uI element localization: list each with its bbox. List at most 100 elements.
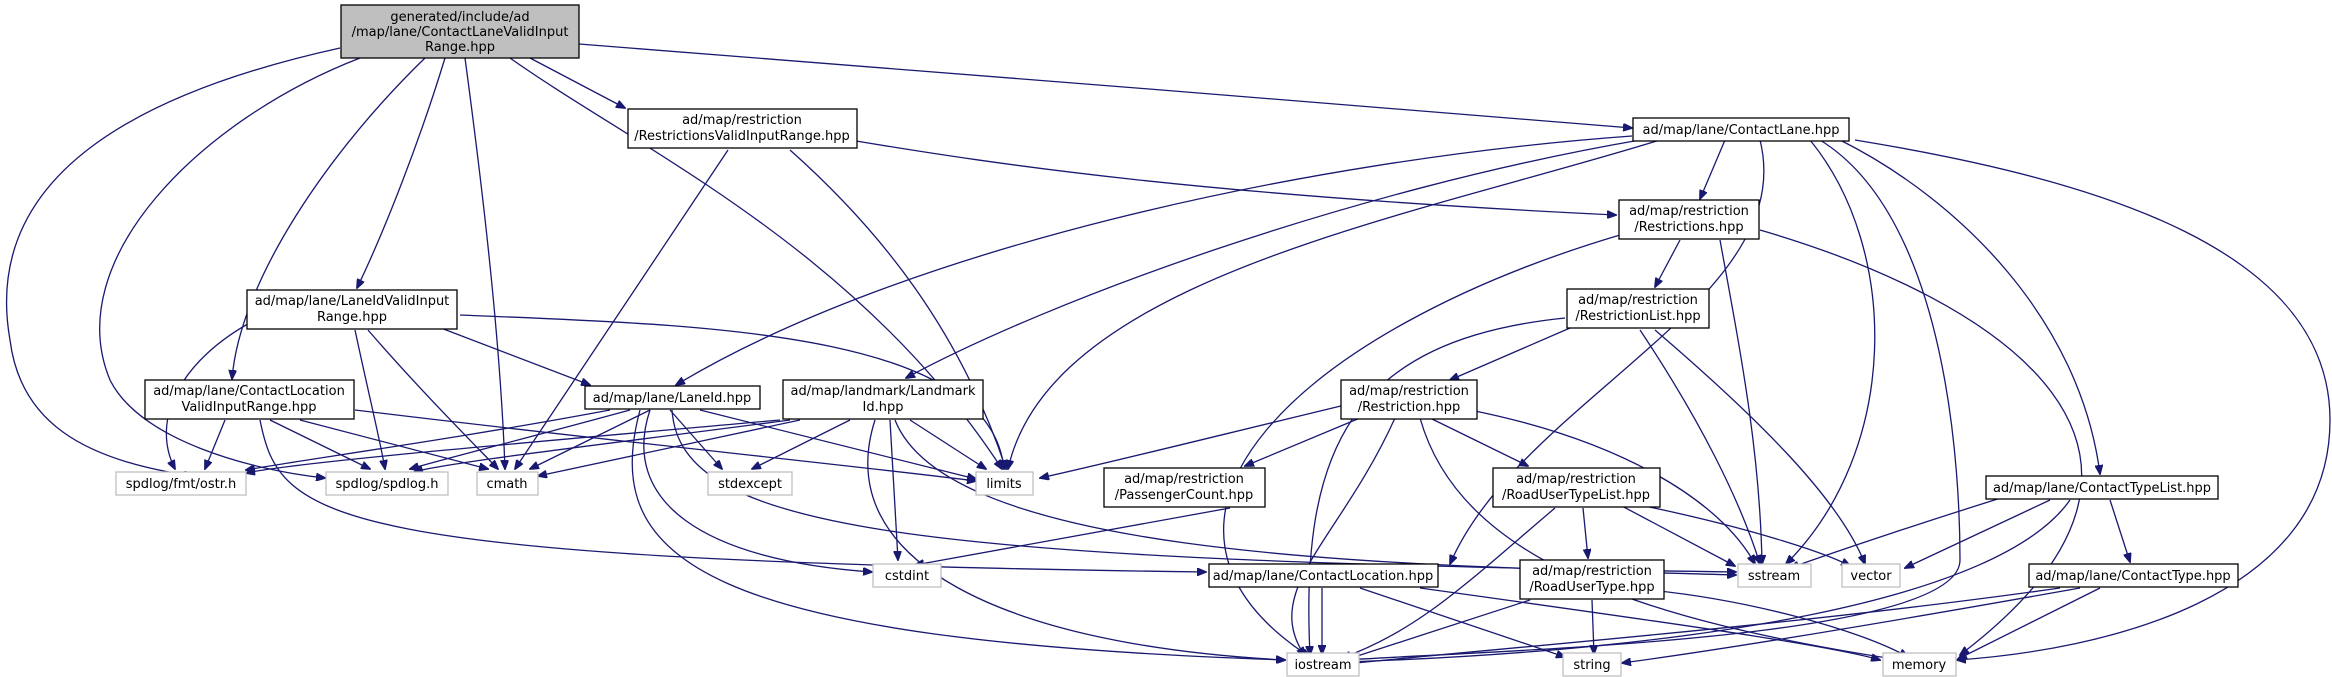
edge-landmark-id-to-stdexcept [752, 419, 851, 469]
node-contact-lane[interactable]: ad/map/lane/ContactLane.hpp [1632, 117, 1850, 142]
edge-road-user-type-list-to-vector [1639, 504, 1850, 566]
node-spdlog-fmt-ostr[interactable]: spdlog/fmt/ostr.h [115, 471, 247, 496]
node-lane-id-valid-label-line1: ad/map/lane/LaneIdValidInput [255, 294, 450, 309]
node-road-user-type-list-label-line1: ad/map/restriction [1516, 472, 1636, 487]
edge-contact-location-valid-to-spdlog [269, 419, 370, 469]
edge-landmark-id-to-cmath [538, 419, 801, 476]
edge-lane-id-to-spdlog [410, 409, 631, 469]
edge-contact-location-valid-to-contact-location [259, 419, 1206, 572]
node-road-user-type-label-line1: ad/map/restriction [1532, 564, 1652, 579]
node-contact-type-list-label: ad/map/lane/ContactTypeList.hpp [1993, 481, 2211, 496]
node-contact-location-valid-label-line2: ValidInputRange.hpp [181, 400, 316, 415]
node-road-user-type-list[interactable]: ad/map/restriction /RoadUserTypeList.hpp [1492, 467, 1661, 508]
edge-contact-type-list-to-sstream [1790, 491, 2021, 568]
node-cmath-label: cmath [486, 477, 527, 492]
edge-road-user-type-to-iostream [1345, 599, 1531, 660]
edge-root-to-restrictions-valid [529, 57, 625, 108]
node-lane-id-valid-input-range[interactable]: ad/map/lane/LaneIdValidInput Range.hpp [246, 289, 458, 330]
edge-restrictions-valid-to-restrictions [849, 139, 1616, 215]
node-contact-location[interactable]: ad/map/lane/ContactLocation.hpp [1208, 563, 1439, 588]
dependency-edges [5, 43, 2331, 664]
node-restrictions-valid-input-range[interactable]: ad/map/restriction /RestrictionsValidInp… [627, 108, 858, 149]
node-contact-location-valid-label-line1: ad/map/lane/ContactLocation [153, 384, 345, 399]
edge-contact-lane-to-contact-type-list [1839, 139, 2100, 474]
edge-contact-type-to-string [1622, 587, 2081, 663]
node-string[interactable]: string [1562, 652, 1622, 677]
edge-lane-id-to-ostr [246, 409, 611, 470]
node-root-label-line1: generated/include/ad [390, 10, 529, 25]
node-iostream-label: iostream [1294, 658, 1351, 673]
node-stdexcept[interactable]: stdexcept [707, 471, 793, 496]
edge-passenger-count-to-cstdint [915, 507, 1231, 565]
edge-root-to-spdlog [99, 57, 361, 478]
edge-restriction-to-limits [1040, 404, 1346, 478]
edge-contact-type-to-memory [1958, 587, 2101, 659]
edge-contact-lane-to-limits [1008, 139, 1661, 469]
edge-contact-location-valid-to-limits [354, 409, 976, 481]
node-sstream[interactable]: sstream [1737, 563, 1812, 588]
node-restrictions-label-line1: ad/map/restriction [1629, 204, 1749, 219]
node-cmath[interactable]: cmath [476, 471, 539, 496]
node-passenger-count[interactable]: ad/map/restriction /PassengerCount.hpp [1103, 467, 1266, 508]
node-sstream-label: sstream [1748, 569, 1800, 584]
node-restrictions-valid-label-line2: /RestrictionsValidInputRange.hpp [634, 129, 850, 144]
node-memory-label: memory [1892, 658, 1947, 673]
edge-contact-type-list-to-iostream [1345, 499, 2071, 662]
node-iostream[interactable]: iostream [1286, 652, 1360, 677]
edge-contact-location-valid-to-ostr [205, 419, 226, 469]
node-memory[interactable]: memory [1882, 652, 1957, 677]
node-restrictions-label-line2: /Restrictions.hpp [1634, 220, 1743, 235]
node-contact-type-label: ad/map/lane/ContactType.hpp [2035, 569, 2230, 584]
edge-road-user-type-list-to-sstream [1619, 504, 1735, 566]
edge-lane-id-to-stdexcept [669, 409, 722, 469]
node-road-user-type-label-line2: /RoadUserType.hpp [1529, 580, 1654, 595]
node-spdlog-label: spdlog/spdlog.h [336, 477, 439, 492]
edge-restrictions-to-restriction-list [1655, 239, 1681, 287]
node-spdlog-spdlog[interactable]: spdlog/spdlog.h [325, 471, 449, 496]
node-passenger-count-label-line1: ad/map/restriction [1124, 472, 1244, 487]
node-contact-type-list[interactable]: ad/map/lane/ContactTypeList.hpp [1985, 475, 2219, 500]
edge-contact-type-list-to-contact-type [2109, 499, 2130, 562]
node-passenger-count-label-line2: /PassengerCount.hpp [1115, 488, 1253, 503]
node-contact-location-valid-input-range[interactable]: ad/map/lane/ContactLocation ValidInputRa… [144, 379, 355, 420]
node-restriction-list[interactable]: ad/map/restriction /RestrictionList.hpp [1566, 288, 1710, 329]
edge-restriction-list-to-restriction [1450, 327, 1571, 380]
node-restriction-label-line1: ad/map/restriction [1349, 384, 1469, 399]
edge-contact-lane-to-sstream [1786, 139, 1876, 564]
node-restriction-list-label-line2: /RestrictionList.hpp [1575, 309, 1700, 324]
node-landmark-id-label-line1: ad/map/landmark/Landmark [790, 384, 975, 399]
edge-restrictions-valid-to-limits [789, 149, 1006, 469]
edge-lane-id-valid-to-spdlog [354, 329, 385, 469]
edge-contact-location-valid-to-cmath [299, 419, 488, 469]
edge-root-to-contact-location-valid [232, 57, 426, 379]
edge-restriction-list-to-sstream [1639, 329, 1760, 564]
node-root-header[interactable]: generated/include/ad /map/lane/ContactLa… [340, 4, 580, 59]
node-landmark-id[interactable]: ad/map/landmark/Landmark Id.hpp [782, 379, 984, 420]
edge-lane-id-to-limits [699, 409, 976, 479]
edge-root-to-lane-id-valid [357, 57, 446, 288]
node-lane-id[interactable]: ad/map/lane/LaneId.hpp [584, 385, 761, 410]
node-vector[interactable]: vector [1841, 563, 1901, 588]
node-cstdint[interactable]: cstdint [872, 563, 942, 588]
edge-contact-location-to-memory [1419, 587, 1880, 660]
node-road-user-type-list-label-line2: /RoadUserTypeList.hpp [1502, 488, 1650, 503]
node-restriction[interactable]: ad/map/restriction /Restriction.hpp [1340, 379, 1478, 420]
edge-root-to-ostr [5, 47, 341, 476]
edge-landmark-id-to-iostream [867, 419, 1285, 660]
node-cstdint-label: cstdint [885, 569, 929, 584]
node-contact-type[interactable]: ad/map/lane/ContactType.hpp [2028, 563, 2239, 588]
edge-lane-id-valid-to-cmath [367, 329, 498, 469]
node-root-label-line3: Range.hpp [425, 40, 495, 55]
node-restrictions-valid-label-line1: ad/map/restriction [682, 113, 802, 128]
node-restrictions[interactable]: ad/map/restriction /Restrictions.hpp [1618, 199, 1760, 240]
node-stdexcept-label: stdexcept [718, 477, 782, 492]
node-limits[interactable]: limits [975, 471, 1034, 496]
edge-restriction-to-passenger-count [1245, 417, 1361, 466]
node-limits-label: limits [986, 477, 1022, 492]
node-vector-label: vector [1850, 569, 1892, 584]
node-road-user-type[interactable]: ad/map/restriction /RoadUserType.hpp [1519, 559, 1665, 600]
edge-contact-type-list-to-vector [1905, 499, 2051, 568]
edge-landmark-id-to-cstdint [889, 419, 898, 560]
edge-restriction-list-to-vector [1654, 329, 1865, 564]
